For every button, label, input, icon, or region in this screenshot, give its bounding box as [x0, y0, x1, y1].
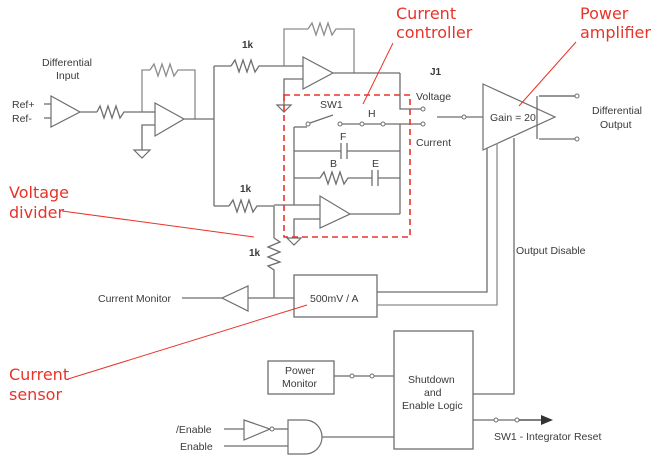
not-gate [243, 419, 272, 441]
power-amplifier [482, 83, 580, 151]
gain-label: Gain = 20 [490, 112, 536, 124]
ref-minus-label: Ref- [12, 113, 32, 125]
shutdown-logic-box [393, 330, 474, 450]
f-label: F [340, 131, 346, 143]
input-buffer-amp [50, 94, 82, 128]
j1-label: J1 [430, 67, 442, 78]
annotation-voltage-divider-2: divider [9, 203, 65, 222]
h-label: H [368, 108, 376, 120]
annotation-current-sensor-2: sensor [9, 385, 62, 404]
annotation-current-sensor-1: Current [9, 365, 69, 384]
ref-plus-label: Ref+ [12, 99, 34, 111]
resistor-b [319, 169, 372, 187]
voltage-label: Voltage [416, 91, 451, 103]
output-disable-label: Output Disable [516, 245, 586, 257]
integrator-reset-label: SW1 - Integrator Reset [494, 431, 601, 443]
input-buffer [44, 94, 142, 128]
j1-current-terminal [420, 121, 426, 127]
current-sense [182, 143, 498, 318]
shutdown-label-2: and [424, 387, 442, 399]
differential-input-label-2: Input [56, 70, 79, 82]
not-gate-bubble [269, 426, 275, 432]
sw1-switch [309, 114, 334, 124]
resistor-1k-mid-label: 1k [240, 184, 252, 195]
not-enable-label: /Enable [176, 424, 212, 436]
input-resistor [96, 103, 142, 121]
resistor-1k-top [230, 57, 284, 75]
voltage-amp [302, 56, 335, 90]
enable-gates [224, 419, 394, 455]
differential-input-label-1: Differential [42, 57, 92, 69]
integrator-reset-output [473, 415, 553, 425]
inverting-amp [154, 101, 186, 138]
feedback-resistor-2 [307, 20, 355, 73]
sw1-label: SW1 [320, 99, 343, 111]
arrow-right-icon [541, 415, 553, 425]
j1-selector [420, 106, 483, 127]
resistor-1k-top-label: 1k [242, 40, 254, 51]
output-disable-wire [473, 138, 515, 395]
enable-label: Enable [180, 441, 213, 453]
power-monitor-label-1: Power [285, 365, 315, 377]
and-gate [287, 419, 323, 455]
differential-output-label-1: Differential [592, 105, 642, 117]
annotation-power-amplifier-pointer [518, 41, 577, 107]
annotation-current-controller-1: Current [396, 4, 456, 23]
ground-icon [132, 149, 152, 159]
voltage-divider [214, 197, 282, 298]
current-sense-label: 500mV / A [310, 293, 358, 305]
j1-voltage-terminal [420, 106, 426, 112]
resistor-1k-mid [228, 197, 274, 215]
current-monitor-buffer [220, 285, 249, 312]
power-amp-triangle [482, 83, 557, 151]
current-controller [274, 114, 421, 246]
power-monitor-label-2: Monitor [282, 378, 318, 390]
j1-common-terminal [461, 114, 467, 120]
current-controller-outline [283, 94, 411, 238]
annotation-voltage-divider-1: Voltage [9, 183, 69, 202]
power-monitor-box [267, 360, 335, 395]
e-label: E [372, 158, 379, 170]
current-monitor-label: Current Monitor [98, 293, 171, 305]
shutdown-label-1: Shutdown [408, 374, 455, 386]
differential-output-label-2: Output [600, 119, 632, 131]
shutdown-label-3: Enable Logic [402, 400, 463, 412]
power-monitor [267, 360, 394, 395]
current-label: Current [416, 137, 451, 149]
resistor-1k-vertical [266, 237, 282, 298]
current-amp [319, 194, 352, 229]
annotation-current-controller-pointer [362, 42, 394, 105]
annotation-current-controller-2: controller [396, 23, 473, 42]
feedback-resistor-1 [149, 61, 196, 119]
resistor-1k-vertical-label: 1k [249, 248, 261, 259]
annotation-voltage-divider-pointer [61, 210, 255, 238]
ground-icon [285, 237, 303, 246]
inverting-amp-stage [132, 61, 214, 159]
current-sense-box [293, 274, 378, 318]
annotation-current-sensor-pointer [67, 304, 308, 380]
annotation-power-amplifier-2: amplifier [580, 23, 651, 42]
annotation-power-amplifier-1: Power [580, 4, 629, 23]
voltage-amp-stage [214, 20, 421, 113]
b-label: B [330, 158, 337, 170]
